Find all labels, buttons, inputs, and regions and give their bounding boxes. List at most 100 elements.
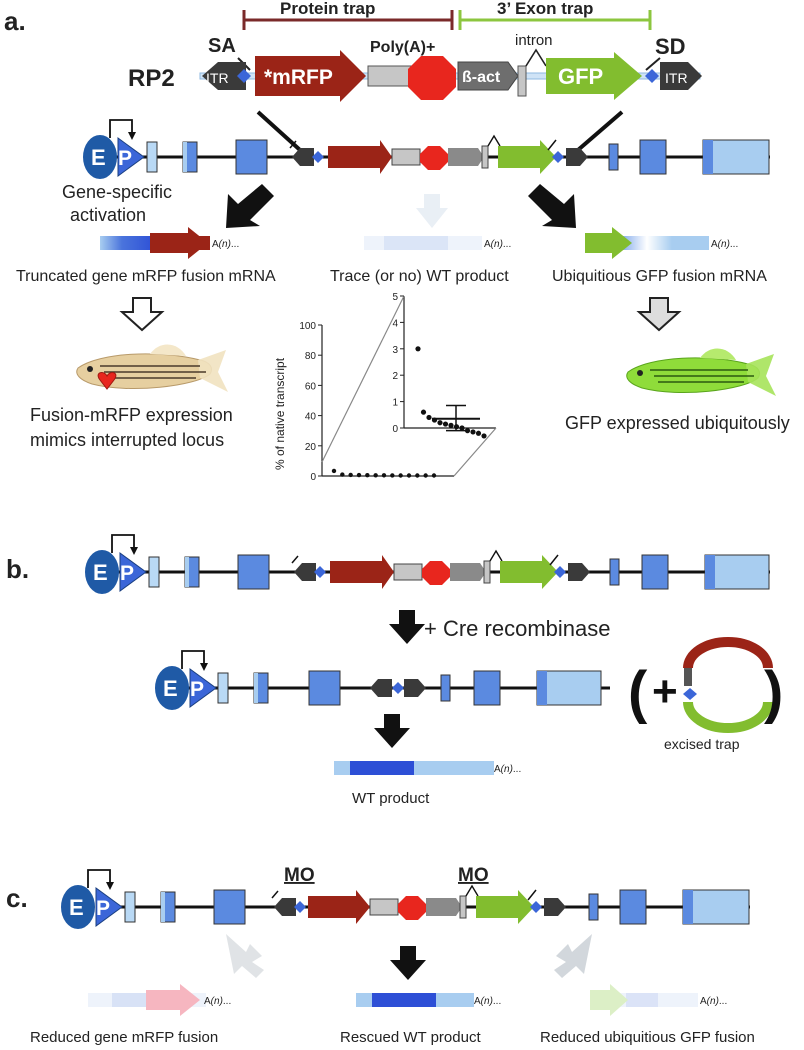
sd-label: SD	[655, 34, 686, 59]
main-data-point	[423, 473, 428, 478]
main-data-point	[398, 473, 403, 478]
gene-locus-c	[110, 884, 750, 925]
main-data-point	[431, 473, 437, 478]
caption-reduced-gfp: Reduced ubiquitious GFP fusion	[540, 1029, 755, 1046]
main-tick-label: 80	[305, 351, 317, 362]
mrfp-label: *mRFP	[264, 66, 333, 89]
inset-data-point	[415, 346, 421, 352]
activation-line1: Gene-specific	[62, 182, 172, 202]
caption-rescued-wt: Rescued WT product	[340, 1029, 481, 1046]
trace-wt-mrna-core	[384, 236, 448, 250]
main-points	[331, 468, 437, 478]
gfp-fusion-mrna-icon	[585, 227, 709, 259]
sa-label: SA	[208, 35, 236, 57]
exon-trap-bracket	[458, 10, 652, 30]
main-data-point	[373, 473, 378, 478]
gene-locus-b	[118, 549, 770, 590]
faint-arrow-right-icon	[554, 934, 592, 978]
main-data-point	[340, 472, 345, 477]
mrna-tail-mid: A(n)...	[484, 239, 511, 250]
wt-caption: WT product	[352, 790, 430, 807]
inset-tick-label: 3	[392, 345, 398, 356]
reduced-mrfp-mrna-icon	[88, 984, 206, 1016]
promoter-b-p: P	[120, 562, 134, 585]
truncated-mrfp-mrna-icon	[100, 227, 210, 259]
intron-loop-icon	[525, 48, 547, 67]
inset-tick-label: 1	[392, 398, 398, 409]
exon-trap-label: 3’ Exon trap	[497, 0, 593, 18]
lox-left-icon	[237, 69, 251, 83]
fish-gfp-caption: GFP expressed ubiquitously	[565, 413, 790, 433]
open-arrow-left-icon	[119, 297, 165, 332]
intron-label: intron	[515, 32, 553, 49]
promoter-c-e: E	[69, 895, 84, 920]
itr-left-icon	[202, 62, 246, 90]
sd-tick	[645, 57, 661, 71]
reduced-gfp-mrna-icon	[590, 984, 698, 1016]
promoter-a-p: P	[118, 147, 132, 170]
promoter-b2-p: P	[190, 678, 204, 701]
wt-mrna-icon	[334, 761, 494, 775]
inset-data-point	[464, 428, 471, 434]
main-data-point	[415, 473, 420, 478]
promoter-a-e: E	[91, 145, 106, 170]
stop-octagon-icon	[408, 56, 456, 100]
inset-tick-label: 4	[392, 318, 398, 329]
main-tick-label: 60	[305, 381, 317, 392]
excised-plus: +	[652, 667, 678, 716]
caption-trace-wt: Trace (or no) WT product	[330, 268, 509, 285]
activation-line2: activation	[70, 205, 146, 225]
panel-a-label: a.	[4, 6, 26, 36]
fish-gfp-icon	[626, 348, 776, 396]
mo-right-label: MO	[458, 865, 489, 886]
protein-trap-bracket	[242, 10, 454, 30]
gfp-arrow-icon	[546, 52, 642, 100]
gfp-label: GFP	[558, 64, 603, 89]
mrna-tail-right: A(n)...	[711, 239, 738, 250]
inset-data-point	[470, 429, 476, 435]
fish-mrfp-caption-1: Fusion-mRFP expression	[30, 405, 233, 425]
panel-b-label: b.	[6, 554, 29, 584]
wt-arrow-icon	[374, 714, 410, 748]
mrfp-arrow-icon	[255, 50, 366, 102]
promoter-b2-icon	[155, 650, 217, 710]
inset-data-point	[437, 420, 443, 426]
main-data-point	[331, 468, 337, 474]
cre-label: + Cre recombinase	[424, 616, 610, 641]
rescue-arrow-icon	[390, 946, 426, 980]
rp2-label: RP2	[128, 65, 175, 92]
main-tick-label: 20	[305, 442, 317, 453]
inset-data-point	[442, 421, 449, 427]
main-data-point	[406, 473, 412, 478]
excised-trap-label: excised trap	[664, 736, 740, 752]
cre-arrow-icon	[389, 610, 425, 644]
inset-data-point	[475, 430, 482, 436]
itr-left-label: ITR	[206, 70, 229, 86]
rescued-wt-mrna-icon	[356, 993, 474, 1007]
zoom-line-right	[576, 110, 624, 152]
main-data-point	[390, 473, 395, 478]
protein-trap-label: Protein trap	[280, 0, 375, 18]
main-tick-label: 100	[299, 321, 316, 332]
chart-y-label: % of native transcript	[273, 357, 287, 470]
polya-box-icon	[367, 65, 413, 87]
promoter-b2-e: E	[163, 676, 178, 701]
main-data-point	[348, 472, 353, 478]
main-data-point	[365, 472, 370, 478]
itr-right-icon	[660, 62, 702, 90]
mrna-tail-left: A(n)...	[212, 239, 239, 250]
mrna-tail-c-mid: A(n)...	[474, 996, 501, 1007]
promoter-b-e: E	[93, 560, 108, 585]
caption-truncated-mrfp: Truncated gene mRFP fusion mRNA	[16, 268, 276, 285]
inset-data-point	[426, 414, 432, 421]
zoom-connector-lower	[453, 427, 497, 477]
zoom-connector-upper	[321, 295, 405, 463]
mrna-tail-c-left: A(n)...	[204, 996, 231, 1007]
caption-gfp-fusion: Ubiquitious GFP fusion mRNA	[552, 268, 767, 285]
inset-tick-label: 5	[392, 292, 398, 303]
main-tick-label: 0	[310, 472, 316, 483]
inset-tick-label: 2	[392, 371, 398, 382]
